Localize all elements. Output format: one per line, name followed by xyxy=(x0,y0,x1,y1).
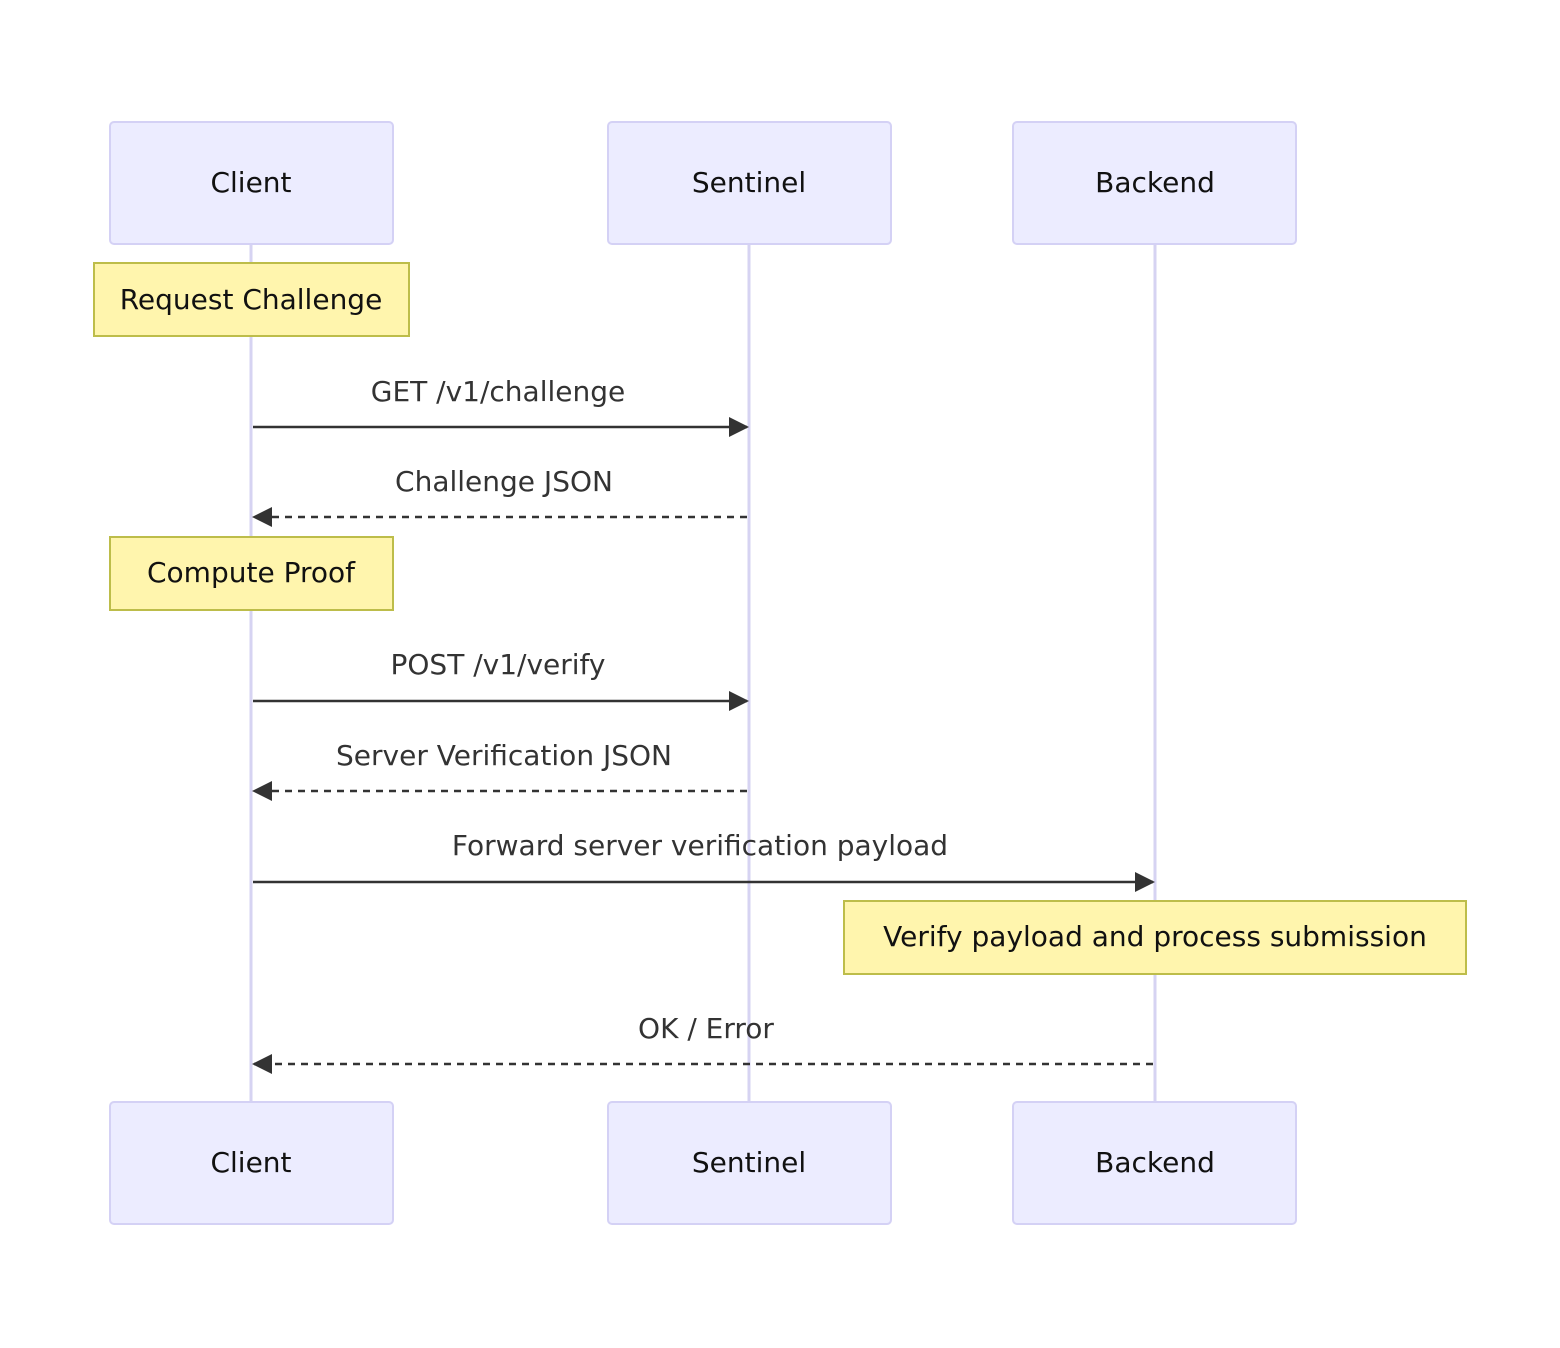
note-box xyxy=(109,536,394,611)
actor-box xyxy=(607,121,892,245)
message-label: OK / Error xyxy=(638,1012,774,1045)
note-label: Request Challenge xyxy=(120,283,383,316)
actor-label: Client xyxy=(210,166,291,199)
actor-box xyxy=(109,1101,394,1225)
actor-sentinel-bottom: Sentinel xyxy=(607,1101,892,1225)
note-box xyxy=(843,900,1467,975)
message-label: Challenge JSON xyxy=(395,465,613,498)
actor-label: Sentinel xyxy=(692,166,806,199)
actor-label: Backend xyxy=(1095,1146,1215,1179)
actors-top: Client Sentinel Backend xyxy=(109,121,1297,245)
message-challenge-json: Challenge JSON xyxy=(252,465,747,527)
actor-backend-bottom: Backend xyxy=(1012,1101,1297,1225)
message-forward-payload: Forward server verification payload xyxy=(253,829,1155,892)
actor-client-top: Client xyxy=(109,121,394,245)
actor-box xyxy=(109,121,394,245)
actors-bottom: Client Sentinel Backend xyxy=(109,1101,1297,1225)
actor-label: Client xyxy=(210,1146,291,1179)
message-server-verification-json: Server Verification JSON xyxy=(252,739,747,801)
message-label: GET /v1/challenge xyxy=(371,375,625,408)
note-compute-proof: Compute Proof xyxy=(109,536,394,611)
note-request-challenge: Request Challenge xyxy=(93,262,410,337)
message-label: Forward server verification payload xyxy=(452,829,948,862)
message-post-verify: POST /v1/verify xyxy=(253,648,749,711)
actor-box xyxy=(1012,1101,1297,1225)
note-verify-payload: Verify payload and process submission xyxy=(843,900,1467,975)
actor-label: Sentinel xyxy=(692,1146,806,1179)
message-get-challenge: GET /v1/challenge xyxy=(253,375,749,437)
actor-client-bottom: Client xyxy=(109,1101,394,1225)
actor-backend-top: Backend xyxy=(1012,121,1297,245)
note-label: Compute Proof xyxy=(147,556,356,589)
message-ok-error: OK / Error xyxy=(252,1012,1153,1074)
actor-sentinel-top: Sentinel xyxy=(607,121,892,245)
actor-box xyxy=(607,1101,892,1225)
message-label: Server Verification JSON xyxy=(336,739,672,772)
note-label: Verify payload and process submission xyxy=(883,920,1427,953)
actor-label: Backend xyxy=(1095,166,1215,199)
message-label: POST /v1/verify xyxy=(391,648,606,681)
actor-box xyxy=(1012,121,1297,245)
note-box xyxy=(93,262,410,337)
